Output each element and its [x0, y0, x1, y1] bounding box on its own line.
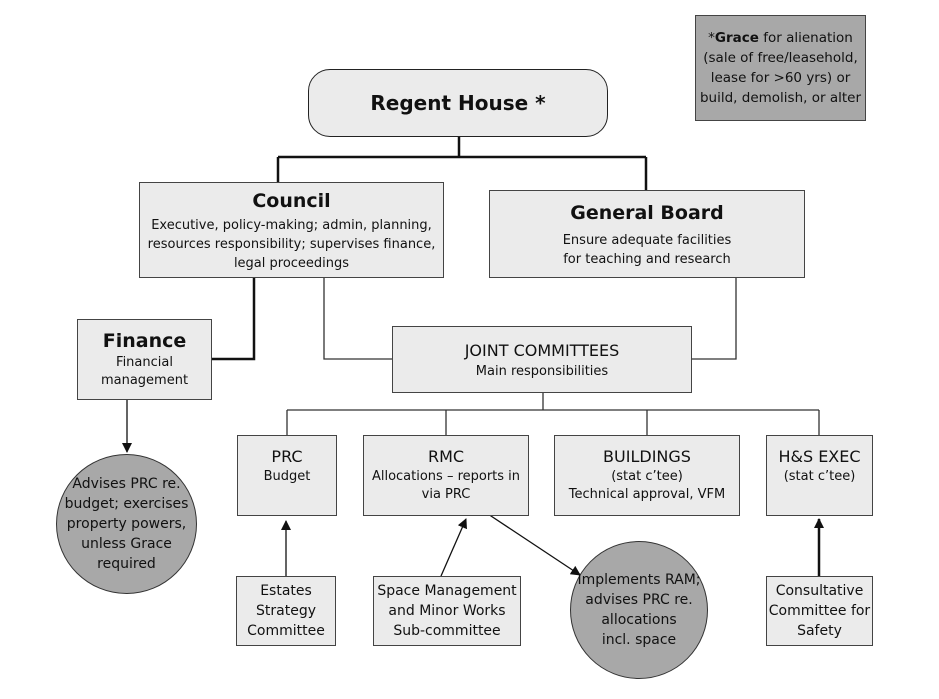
estates-line-3: Committee: [247, 623, 325, 639]
grace-note-line-4: build, demolish, or alter: [699, 90, 861, 106]
finance-advice-line-5: required: [97, 556, 156, 572]
grace-note-line-1: *Grace for alienation: [708, 30, 853, 46]
hs-exec-desc: (stat c’tee): [783, 469, 856, 484]
connector-council-joint: [323, 278, 392, 360]
rmc-desc-2: via PRC: [421, 487, 471, 502]
estates-line-1: Estates: [260, 583, 312, 599]
finance-advice-line-4: unless Grace: [81, 536, 172, 552]
space-line-1: Space Management: [377, 583, 517, 599]
council-desc-2: resources responsibility; supervises fin…: [147, 236, 436, 252]
ram-line-4: incl. space: [601, 632, 677, 648]
connector-board-joint: [692, 278, 737, 360]
hs-exec-title: H&S EXEC: [778, 447, 861, 466]
joint-committees-box: JOINT COMMITTEES Main responsibilities: [392, 326, 692, 393]
estates-line-2: Strategy: [256, 603, 316, 619]
consultative-line-1: Consultative: [775, 583, 864, 599]
space-line-2: and Minor Works: [388, 603, 506, 619]
general-board-title: General Board: [570, 202, 724, 224]
general-board-box: General Board Ensure adequate facilities…: [489, 190, 805, 278]
finance-advice-circle: Advises PRC re. budget; exercises proper…: [56, 454, 197, 594]
rmc-title: RMC: [427, 447, 465, 466]
finance-desc-2: management: [100, 373, 189, 388]
space-line-3: Sub-committee: [393, 623, 501, 639]
finance-advice-line-1: Advises PRC re.: [72, 476, 181, 492]
consultative-line-3: Safety: [797, 623, 842, 639]
finance-desc-1: Financial: [116, 355, 173, 370]
arrow-space-to-rmc: [440, 518, 467, 577]
finance-box: Finance Financial management: [77, 319, 212, 400]
regent-house-title: Regent House *: [370, 91, 546, 115]
buildings-title: BUILDINGS: [603, 447, 691, 466]
consultative-committee-box: Consultative Committee for Safety: [766, 576, 873, 646]
council-title: Council: [252, 189, 331, 212]
prc-box: PRC Budget: [237, 435, 337, 516]
council-box: Council Executive, policy-making; admin,…: [139, 182, 444, 278]
joint-committees-title: JOINT COMMITTEES: [464, 340, 620, 360]
council-desc-1: Executive, policy-making; admin, plannin…: [151, 217, 432, 233]
prc-title: PRC: [271, 447, 303, 466]
general-board-desc-2: for teaching and research: [563, 252, 731, 267]
rmc-box: RMC Allocations – reports in via PRC: [363, 435, 529, 516]
general-board-desc-1: Ensure adequate facilities: [562, 233, 732, 248]
ram-circle: Implements RAM; advises PRC re. allocati…: [570, 541, 708, 679]
connector-council-finance: [212, 278, 256, 361]
regent-house-box: Regent House *: [308, 69, 608, 137]
rmc-desc-1: Allocations – reports in: [371, 469, 521, 484]
finance-advice-line-2: budget; exercises: [64, 496, 189, 512]
grace-note-line-2: (sale of free/leasehold,: [703, 50, 858, 66]
arrow-rmc-to-ram: [487, 513, 581, 576]
space-management-box: Space Management and Minor Works Sub-com…: [373, 576, 521, 646]
hs-exec-box: H&S EXEC (stat c’tee): [766, 435, 873, 516]
finance-advice-line-3: property powers,: [66, 516, 187, 532]
grace-term: Grace: [714, 30, 759, 46]
buildings-box: BUILDINGS (stat c’tee) Technical approva…: [554, 435, 740, 516]
council-desc-3: legal proceedings: [233, 255, 350, 271]
buildings-desc-1: (stat c’tee): [611, 469, 683, 484]
consultative-line-2: Committee for: [768, 603, 871, 619]
ram-line-3: allocations: [601, 612, 677, 628]
prc-desc: Budget: [263, 469, 311, 484]
estates-strategy-box: Estates Strategy Committee: [236, 576, 336, 646]
ram-line-1: Implements RAM;: [577, 572, 701, 588]
grace-note: *Grace for alienation (sale of free/leas…: [695, 15, 866, 121]
buildings-desc-2: Technical approval, VFM: [568, 487, 726, 502]
joint-committees-subtitle: Main responsibilities: [475, 363, 609, 379]
ram-line-2: advises PRC re.: [585, 592, 693, 608]
finance-title: Finance: [102, 330, 187, 352]
grace-note-line-3: lease for >60 yrs) or: [710, 70, 851, 86]
